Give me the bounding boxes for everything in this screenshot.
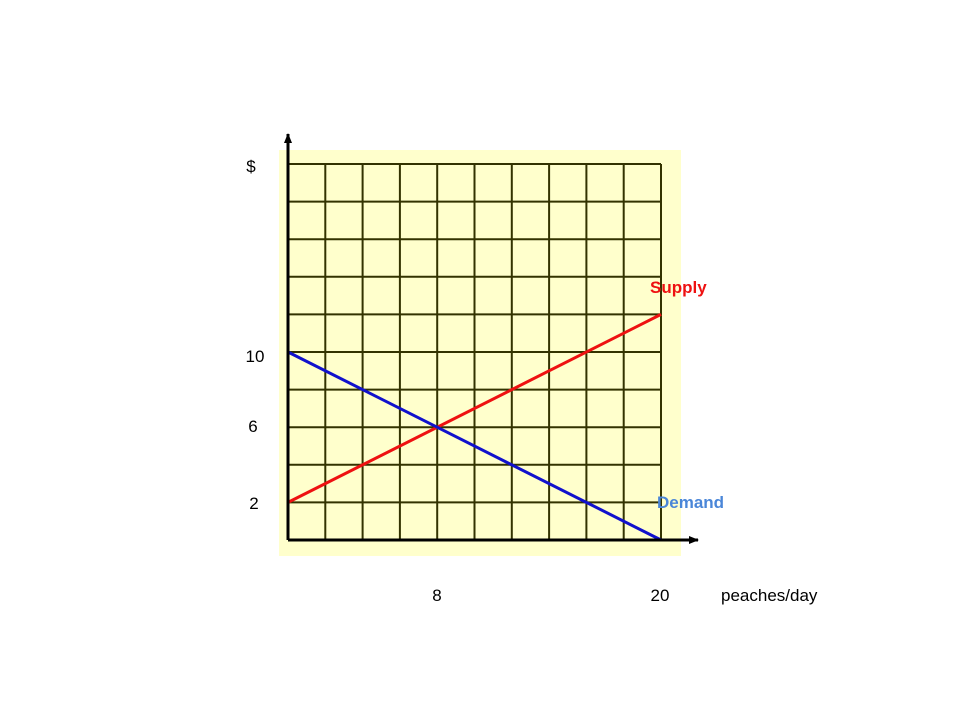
demand-curve bbox=[287, 350, 662, 542]
x-tick-label: 8 bbox=[432, 586, 441, 605]
y-axis-label: $ bbox=[246, 157, 256, 176]
x-axis-label: peaches/day bbox=[721, 586, 818, 605]
supply-curve bbox=[287, 313, 662, 504]
series-layer bbox=[287, 313, 662, 542]
x-tick-label: 20 bbox=[651, 586, 670, 605]
y-tick-label: 10 bbox=[246, 347, 265, 366]
grid bbox=[287, 163, 662, 541]
y-tick-label: 2 bbox=[249, 494, 258, 513]
supply-series-label: Supply bbox=[650, 278, 707, 297]
demand-series-label: Demand bbox=[657, 493, 724, 512]
y-tick-label: 6 bbox=[248, 417, 257, 436]
